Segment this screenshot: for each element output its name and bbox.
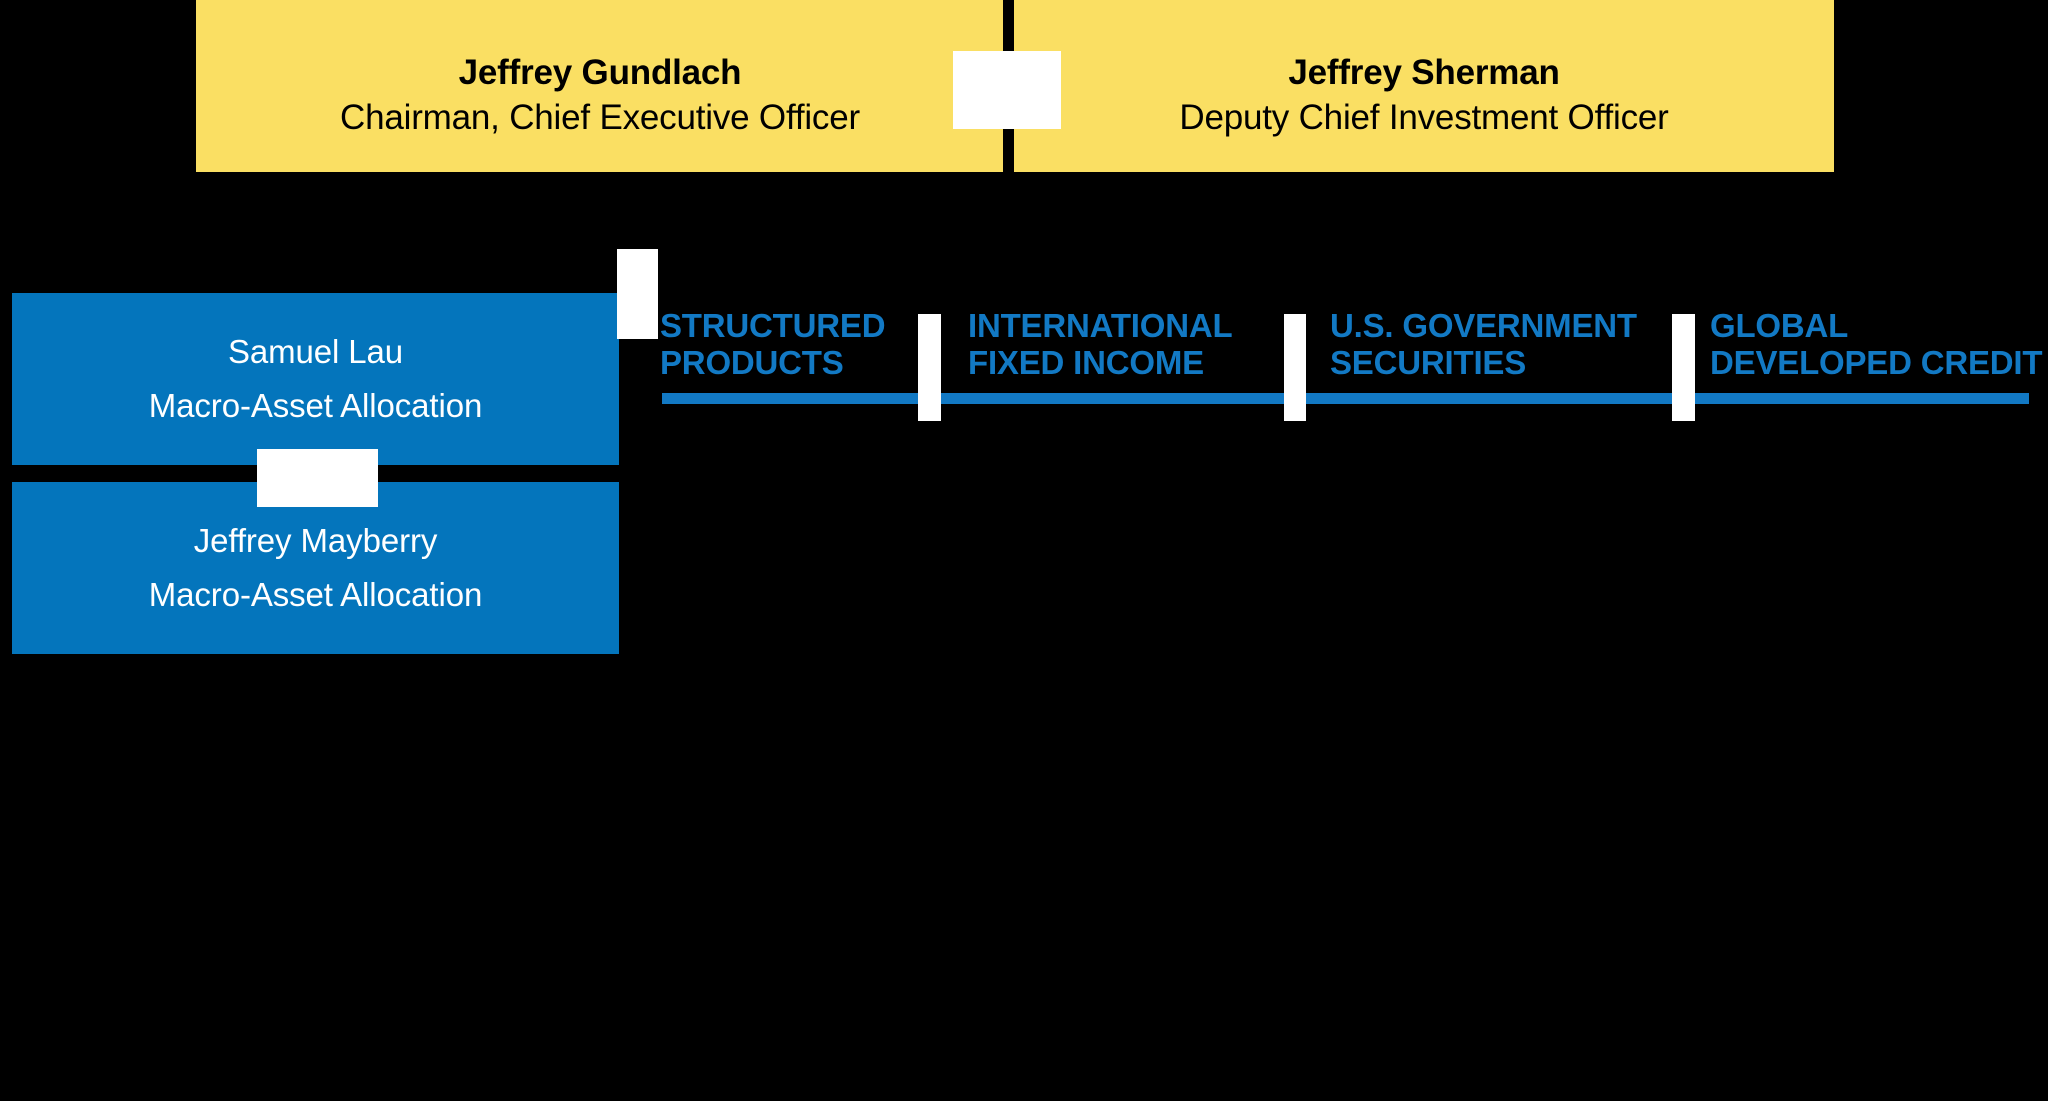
executive-card-sherman[interactable]: Jeffrey Sherman Deputy Chief Investment … <box>1014 0 1834 172</box>
team-member-name: Samuel Lau <box>227 333 404 371</box>
team-card-mayberry[interactable]: Jeffrey Mayberry Macro-Asset Allocation <box>12 482 619 654</box>
executive-title: Chairman, Chief Executive Officer <box>340 98 860 137</box>
category-label-global-developed-credit[interactable]: GLOBAL DEVELOPED CREDIT <box>1710 307 2043 381</box>
team-vertical-connector <box>257 449 378 507</box>
executive-connector <box>953 51 1061 129</box>
team-member-role: Macro-Asset Allocation <box>148 576 483 613</box>
team-member-name: Jeffrey Mayberry <box>193 522 438 560</box>
category-label-structured-products[interactable]: STRUCTURED PRODUCTS <box>660 307 886 381</box>
category-separator <box>1284 314 1306 421</box>
team-member-role: Macro-Asset Allocation <box>148 387 483 424</box>
category-label-us-government-securities[interactable]: U.S. GOVERNMENT SECURITIES <box>1330 307 1637 381</box>
executive-card-gundlach[interactable]: Jeffrey Gundlach Chairman, Chief Executi… <box>196 0 1004 172</box>
category-separator <box>918 314 941 421</box>
executive-name: Jeffrey Sherman <box>1288 52 1560 92</box>
team-card-lau[interactable]: Samuel Lau Macro-Asset Allocation <box>12 293 619 465</box>
team-horizontal-connector <box>617 249 658 339</box>
category-label-international-fixed-income[interactable]: INTERNATIONAL FIXED INCOME <box>968 307 1233 381</box>
executive-name: Jeffrey Gundlach <box>458 52 742 92</box>
category-separator <box>1672 314 1695 421</box>
category-underline-rule <box>662 393 2029 404</box>
executive-title: Deputy Chief Investment Officer <box>1179 98 1669 137</box>
